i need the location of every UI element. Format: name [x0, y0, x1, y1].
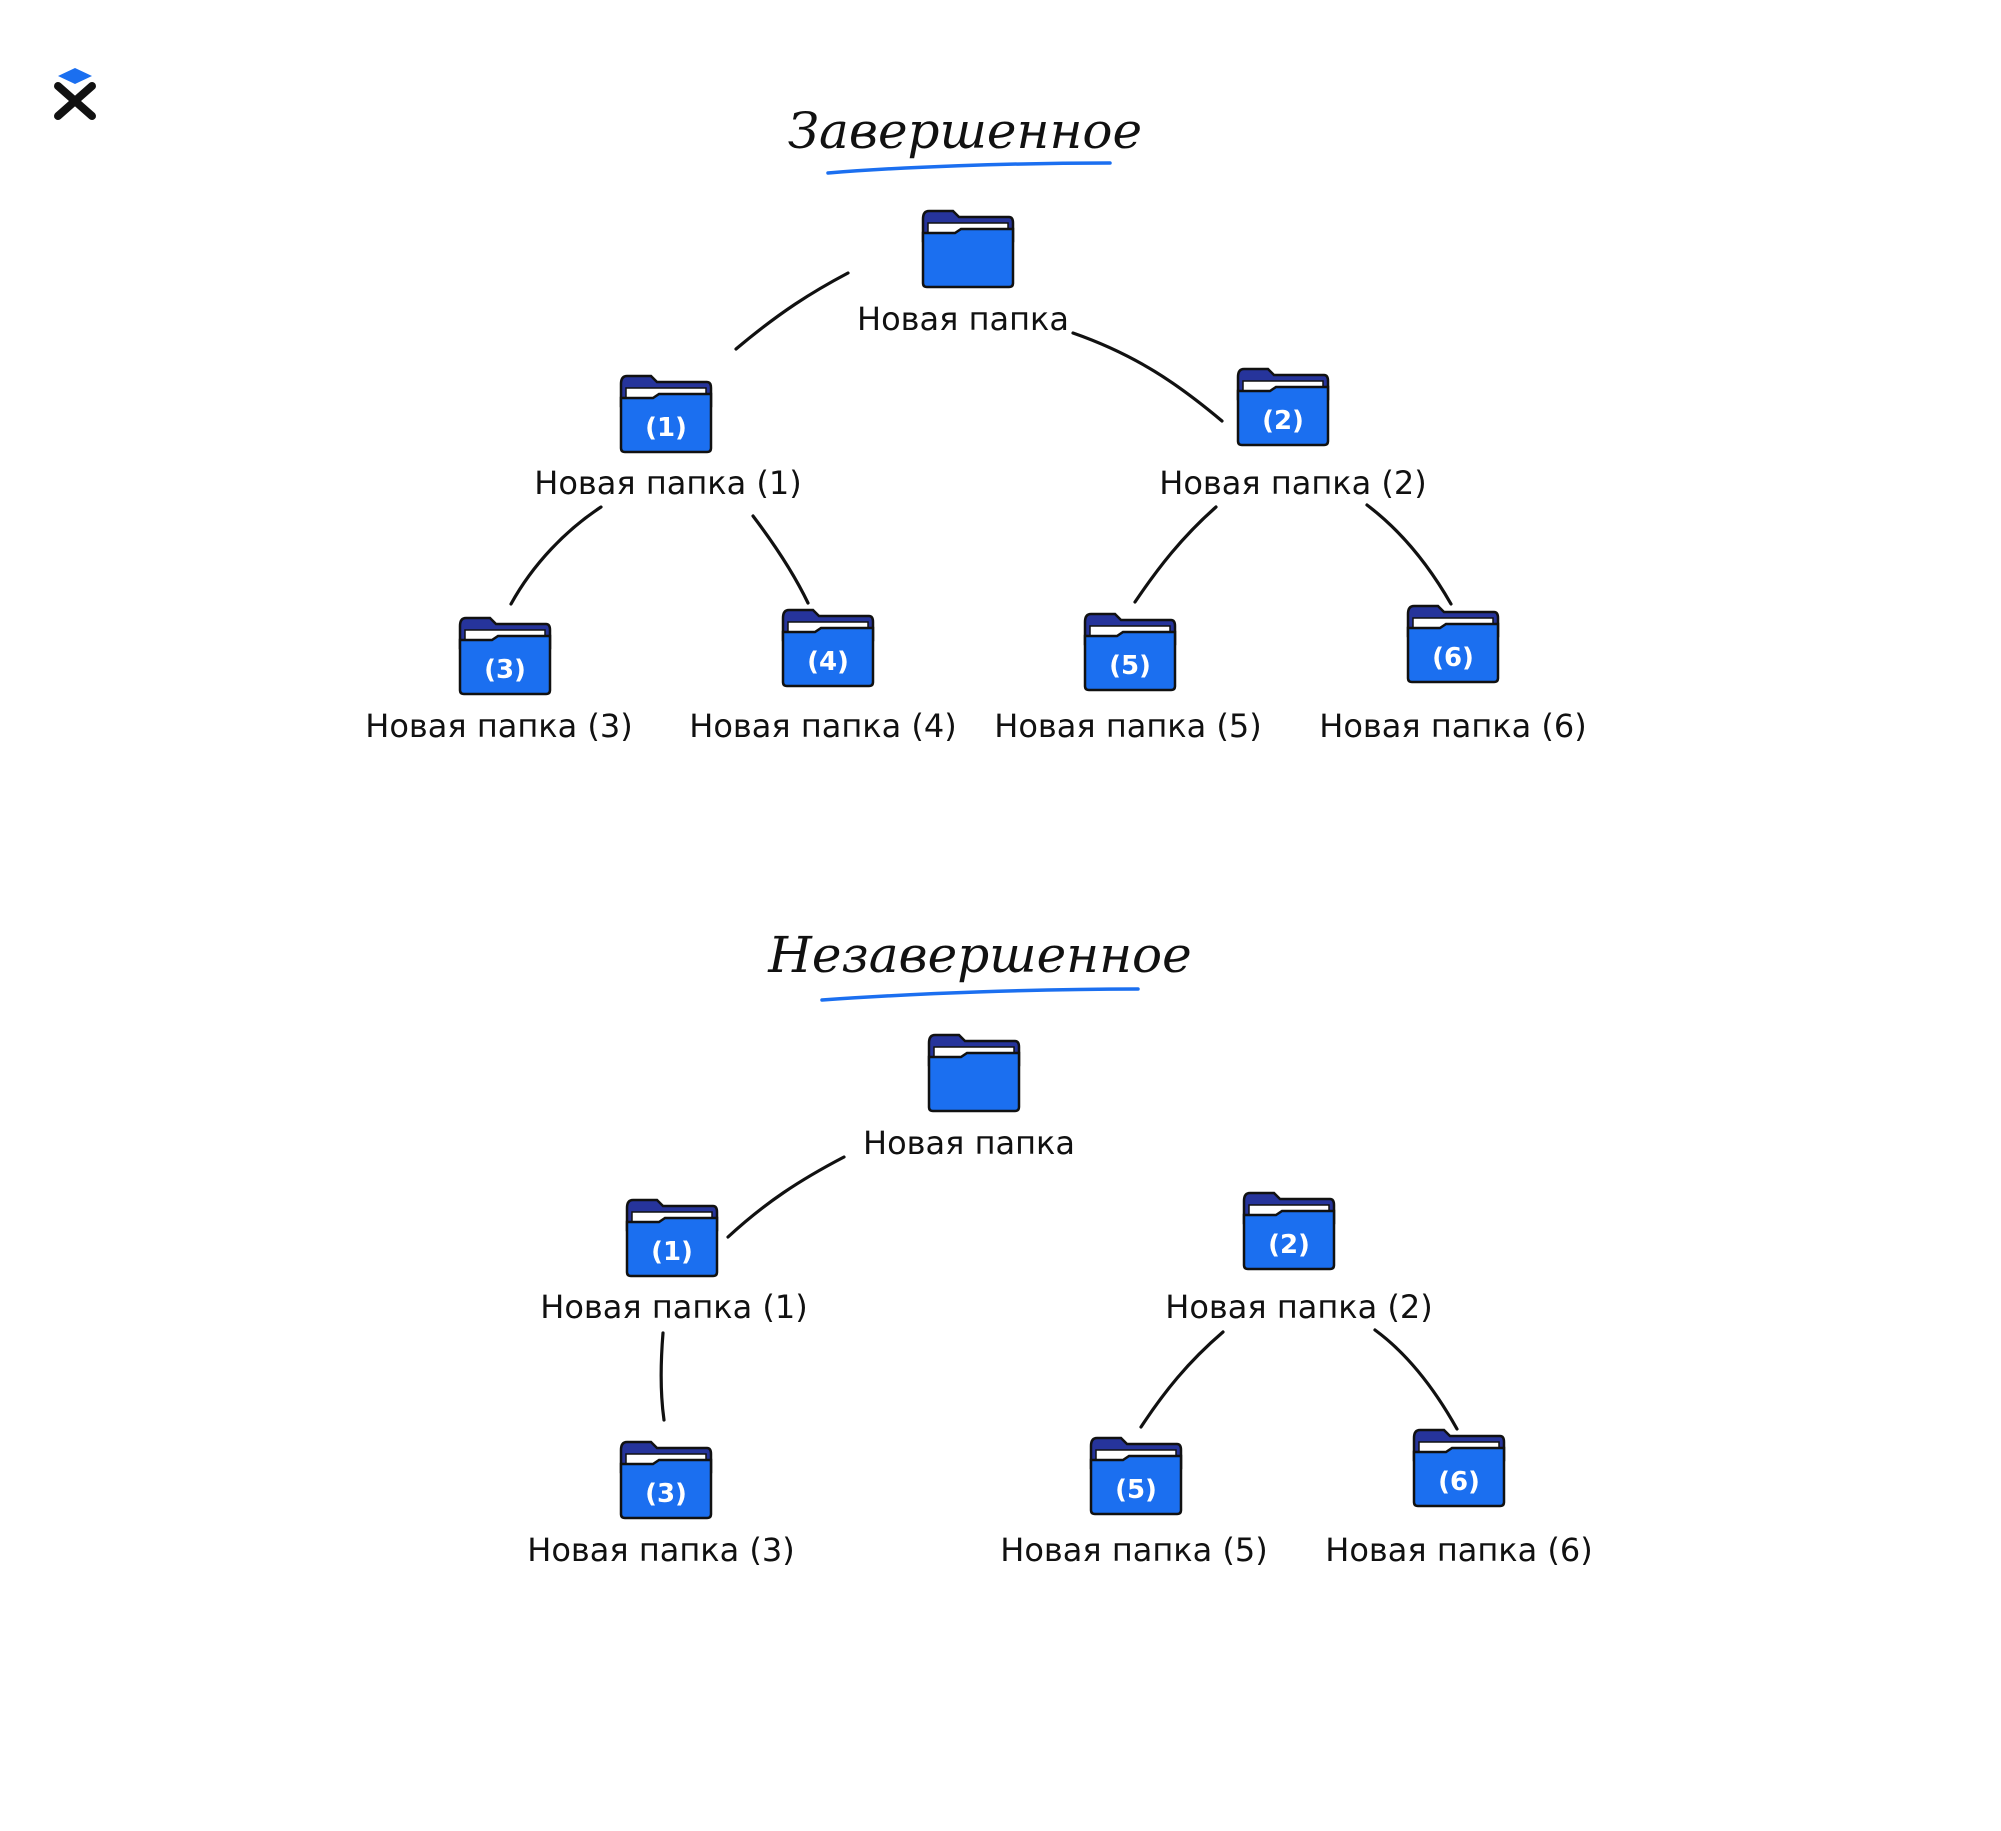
folder-icon: (1) — [625, 1198, 719, 1278]
folder-badge: (4) — [807, 647, 849, 677]
folder-label: Новая папка (1) — [534, 464, 801, 502]
tree-completed: Завершенное Новая папка (1) Новая папка (1… — [365, 102, 1586, 745]
tree-edge — [1133, 505, 1218, 604]
folder-badge: (6) — [1438, 1467, 1480, 1497]
tree-edge — [1365, 503, 1453, 606]
folder-badge: (5) — [1109, 651, 1151, 681]
folder-label: Новая папка (2) — [1159, 464, 1426, 502]
folder-icon: (2) — [1236, 367, 1330, 447]
folder-badge: (3) — [484, 655, 526, 685]
folder-icon: (1) — [619, 374, 713, 454]
folder-badge: (3) — [645, 1479, 687, 1509]
folder-label: Новая папка (5) — [1000, 1531, 1267, 1569]
folder-icon: (4) — [781, 608, 875, 688]
section-title: Завершенное — [788, 102, 1142, 160]
folder-node: (1) Новая папка (1) — [534, 374, 802, 502]
folder-node: (1) Новая папка (1) — [540, 1198, 808, 1326]
folder-icon: (5) — [1083, 612, 1177, 692]
folder-badge: (2) — [1262, 406, 1304, 436]
folder-label: Новая папка (3) — [365, 707, 632, 745]
folder-node: (3) Новая папка (3) — [365, 616, 633, 745]
folder-badge: (6) — [1432, 643, 1474, 673]
folder-node: (5) Новая папка (5) — [994, 612, 1262, 745]
folder-label: Новая папка (2) — [1165, 1288, 1432, 1326]
folder-label: Новая папка — [863, 1124, 1075, 1162]
title-underline — [826, 161, 1112, 175]
folder-label: Новая папка (5) — [994, 707, 1261, 745]
folder-node: (6) Новая папка (6) — [1319, 604, 1587, 745]
folder-node: Новая папка — [857, 209, 1069, 338]
folder-icon: (3) — [619, 1440, 713, 1520]
section-title: Незавершенное — [767, 926, 1192, 984]
folder-label: Новая папка — [857, 300, 1069, 338]
tree-edge — [659, 1331, 666, 1422]
tree-incomplete: Незавершенное Новая папка (1) Новая папка … — [527, 926, 1592, 1569]
folder-label: Новая папка (3) — [527, 1531, 794, 1569]
tree-edge — [1071, 331, 1224, 423]
folder-icon: (5) — [1089, 1436, 1183, 1516]
folder-badge: (2) — [1268, 1230, 1310, 1260]
tree-edge — [726, 1155, 846, 1239]
folder-node: Новая папка — [863, 1033, 1075, 1162]
folder-icon — [927, 1033, 1021, 1113]
folder-badge: (5) — [1115, 1475, 1157, 1505]
folder-icon: (3) — [458, 616, 552, 696]
tree-edge — [751, 514, 810, 605]
folder-icon: (2) — [1242, 1191, 1336, 1271]
folder-label: Новая папка (1) — [540, 1288, 807, 1326]
folder-node: (3) Новая папка (3) — [527, 1440, 795, 1569]
tree-edge — [1373, 1328, 1459, 1431]
title-underline — [820, 987, 1140, 1002]
tree-edge — [734, 271, 850, 351]
folder-label: Новая папка (4) — [689, 707, 956, 745]
folder-label: Новая папка (6) — [1325, 1531, 1592, 1569]
folder-node: (4) Новая папка (4) — [689, 608, 957, 745]
folder-node: (2) Новая папка (2) — [1159, 367, 1427, 502]
folder-node: (6) Новая папка (6) — [1325, 1428, 1593, 1569]
folder-badge: (1) — [651, 1237, 693, 1267]
folder-node: (5) Новая папка (5) — [1000, 1436, 1268, 1569]
folder-icon: (6) — [1412, 1428, 1506, 1508]
folder-label: Новая папка (6) — [1319, 707, 1586, 745]
folder-badge: (1) — [645, 413, 687, 443]
folder-node: (2) Новая папка (2) — [1165, 1191, 1433, 1326]
tree-edge — [1139, 1330, 1225, 1429]
x-logo-icon — [54, 68, 96, 120]
folder-icon — [921, 209, 1015, 289]
tree-edge — [509, 505, 603, 606]
folder-icon: (6) — [1406, 604, 1500, 684]
